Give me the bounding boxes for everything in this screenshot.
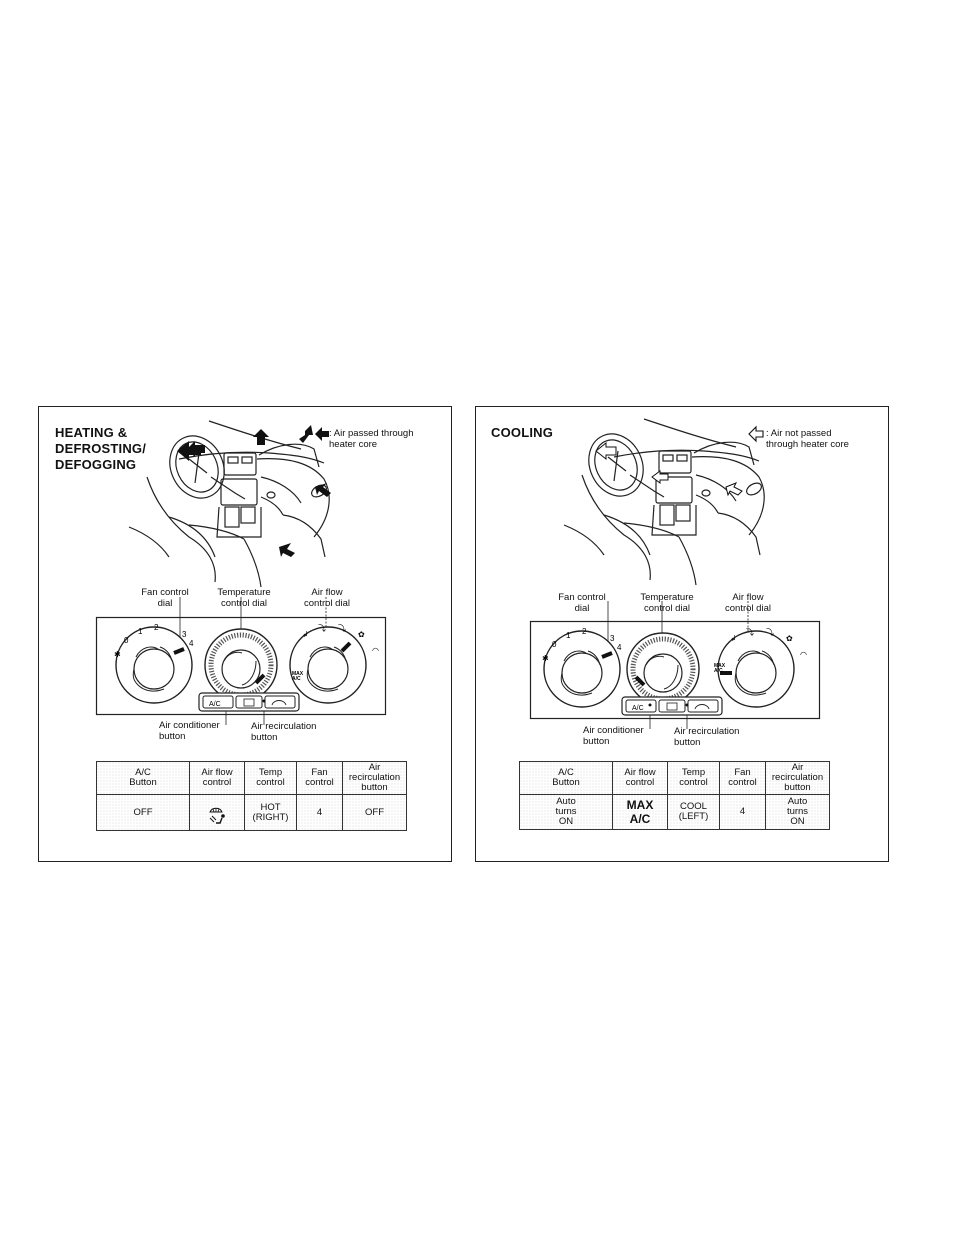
table-cell: 4 xyxy=(719,794,766,830)
fan-tick: 2 xyxy=(582,627,587,636)
cooling-panel: COOLING : Air not passed through heater … xyxy=(475,406,889,862)
table-cell: 4 xyxy=(296,794,343,831)
air-flow-control-dial[interactable] xyxy=(289,626,367,704)
svg-text:✱: ✱ xyxy=(542,654,549,663)
fan-tick: 2 xyxy=(154,623,159,632)
air-flow-control-dial[interactable] xyxy=(717,630,795,708)
table-header: Fan control xyxy=(719,761,766,795)
svg-text:⤵: ⤵ xyxy=(766,628,774,637)
table-header: Air recirculation button xyxy=(765,761,830,795)
ac-button-label: A/C xyxy=(632,705,644,712)
table-cell: Auto turns ON xyxy=(765,794,830,830)
air-conditioner-button-label: Air conditioner button xyxy=(159,720,220,742)
air-conditioner-button-label: Air conditioner button xyxy=(583,725,644,747)
table-cell: HOT (RIGHT) xyxy=(244,794,297,831)
svg-text:A/C: A/C xyxy=(292,676,301,682)
fan-tick: 0 xyxy=(552,640,557,649)
table-header: Fan control xyxy=(296,761,343,795)
car-interior-illustration xyxy=(563,418,765,586)
rear-defrost-button[interactable] xyxy=(658,699,686,713)
panel-title: COOLING xyxy=(491,425,554,440)
air-recirculation-button-label: Air recirculation button xyxy=(251,721,317,743)
heating-panel: HEATING & DEFROSTING/ DEFOGGING : Air pa… xyxy=(38,406,452,862)
fan-tick: 4 xyxy=(189,639,194,648)
fan-tick: 1 xyxy=(566,631,571,640)
table-cell: Auto turns ON xyxy=(519,794,613,830)
svg-text:⤵: ⤵ xyxy=(746,628,754,637)
svg-text:↲: ↲ xyxy=(302,630,309,639)
svg-text:◠: ◠ xyxy=(800,650,807,659)
legend-text: : Air not passed through heater core xyxy=(766,428,849,450)
table-header: Air flow control xyxy=(189,761,245,795)
temperature-control-label: Temperature control dial xyxy=(217,587,271,609)
settings-table: A/C Button Air flow control Temp control… xyxy=(96,761,407,831)
table-cell: COOL (LEFT) xyxy=(667,794,720,830)
fan-tick: 3 xyxy=(182,630,187,639)
air-flow-control-label: Air flow control dial xyxy=(725,592,771,614)
fan-tick: 1 xyxy=(138,627,143,636)
ac-button[interactable] xyxy=(202,695,234,709)
table-header: Air recirculation button xyxy=(342,761,407,795)
svg-text:MAX: MAX xyxy=(292,671,304,677)
fan-control-dial[interactable] xyxy=(115,626,193,704)
table-header: A/C Button xyxy=(96,761,190,795)
button-row: A/C xyxy=(621,696,723,716)
fan-control-label: Fan control dial xyxy=(558,592,606,614)
table-header: A/C Button xyxy=(519,761,613,795)
svg-text:⤵: ⤵ xyxy=(318,624,326,633)
temperature-control-dial[interactable] xyxy=(204,628,278,702)
fan-control-label: Fan control dial xyxy=(141,587,189,609)
car-interior-illustration xyxy=(128,420,331,588)
fan-tick: 0 xyxy=(124,636,129,645)
rear-defrost-button[interactable] xyxy=(235,695,263,709)
filled-arrow-icon xyxy=(315,427,329,441)
table-cell: OFF xyxy=(342,794,407,831)
settings-table: A/C Button Air flow control Temp control… xyxy=(519,761,830,830)
legend-text: : Air passed through heater core xyxy=(329,428,414,450)
table-header: Air flow control xyxy=(612,761,668,795)
ac-button-label: A/C xyxy=(209,701,221,708)
table-header: Temp control xyxy=(667,761,720,795)
svg-text:◠: ◠ xyxy=(372,646,379,655)
table-header: Temp control xyxy=(244,761,297,795)
air-recirculation-button[interactable] xyxy=(264,695,296,709)
temperature-control-label: Temperature control dial xyxy=(640,592,694,614)
air-recirculation-button[interactable] xyxy=(687,699,719,713)
button-row: A/C xyxy=(198,692,300,712)
table-cell: OFF xyxy=(96,794,190,831)
table-cell xyxy=(189,794,245,831)
table-cell: MAX A/C xyxy=(612,794,668,830)
panel-title: HEATING & DEFROSTING/ DEFOGGING xyxy=(55,425,147,472)
svg-text:✿: ✿ xyxy=(358,630,365,639)
svg-text:⤵: ⤵ xyxy=(338,624,346,633)
air-flow-control-label: Air flow control dial xyxy=(304,587,350,609)
fan-tick: 4 xyxy=(617,643,622,652)
fan-tick: 3 xyxy=(610,634,615,643)
temperature-control-dial[interactable] xyxy=(626,632,700,706)
air-recirculation-button-label: Air recirculation button xyxy=(674,726,740,748)
svg-text:↲: ↲ xyxy=(730,634,737,643)
climate-control-panel: ✱ 0 1 2 3 4 MAX A/C ↲ ⤵ ⤵ ✿ ◠ xyxy=(95,597,387,725)
fan-control-dial[interactable] xyxy=(543,630,621,708)
svg-text:✱: ✱ xyxy=(114,650,121,659)
ac-button[interactable] xyxy=(625,699,657,713)
svg-text:✿: ✿ xyxy=(786,634,793,643)
defrost-floor-icon xyxy=(209,807,225,824)
outline-arrow-icon xyxy=(748,425,764,443)
